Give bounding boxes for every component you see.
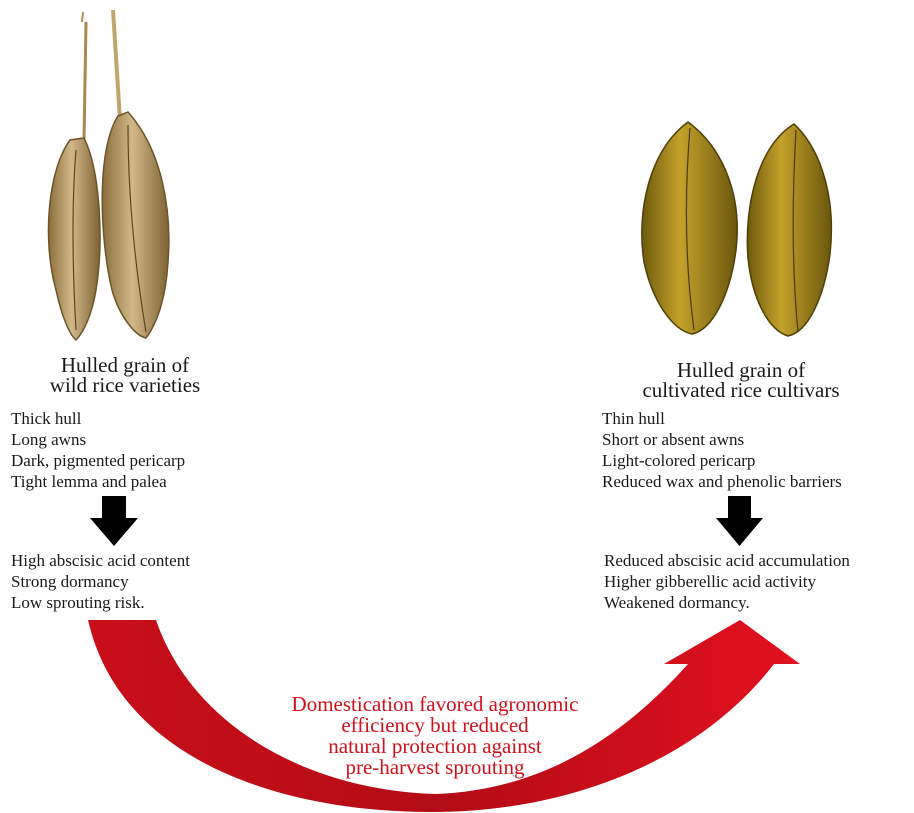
wild-title-line1: Hulled grain of — [20, 355, 230, 375]
cultivated-trait: Light-colored pericarp — [602, 450, 842, 471]
cultivated-down-arrow — [716, 496, 763, 546]
wild-trait: Dark, pigmented pericarp — [11, 450, 185, 471]
wild-effect: Low sprouting risk. — [11, 592, 190, 613]
wild-rice-grain-image — [48, 10, 168, 340]
cultivated-title: Hulled grain of cultivated rice cultivar… — [596, 360, 886, 400]
wild-title-line2: wild rice varieties — [20, 375, 230, 395]
cultivated-effect: Reduced abscisic acid accumulation — [604, 550, 850, 571]
cultivated-effects-list: Reduced abscisic acid accumulation Highe… — [604, 550, 850, 613]
wild-effect: High abscisic acid content — [11, 550, 190, 571]
wild-effects-list: High abscisic acid content Strong dorman… — [11, 550, 190, 613]
wild-down-arrow — [90, 496, 138, 546]
wild-title: Hulled grain of wild rice varieties — [20, 355, 230, 395]
wild-trait: Thick hull — [11, 408, 185, 429]
cultivated-trait: Short or absent awns — [602, 429, 842, 450]
caption-line3: natural protection against — [240, 736, 630, 757]
wild-trait: Tight lemma and palea — [11, 471, 185, 492]
cultivated-trait: Thin hull — [602, 408, 842, 429]
cultivated-traits-list: Thin hull Short or absent awns Light-col… — [602, 408, 842, 492]
cultivated-title-line2: cultivated rice cultivars — [596, 380, 886, 400]
caption-line1: Domestication favored agronomic — [240, 694, 630, 715]
domestication-caption: Domestication favored agronomic efficien… — [240, 694, 630, 778]
wild-effect: Strong dormancy — [11, 571, 190, 592]
cultivated-rice-grain-image — [642, 122, 832, 336]
cultivated-effect: Higher gibberellic acid activity — [604, 571, 850, 592]
caption-line2: efficiency but reduced — [240, 715, 630, 736]
cultivated-effect: Weakened dormancy. — [604, 592, 850, 613]
wild-traits-list: Thick hull Long awns Dark, pigmented per… — [11, 408, 185, 492]
cultivated-title-line1: Hulled grain of — [596, 360, 886, 380]
cultivated-trait: Reduced wax and phenolic barriers — [602, 471, 842, 492]
caption-line4: pre-harvest sprouting — [240, 757, 630, 778]
wild-trait: Long awns — [11, 429, 185, 450]
